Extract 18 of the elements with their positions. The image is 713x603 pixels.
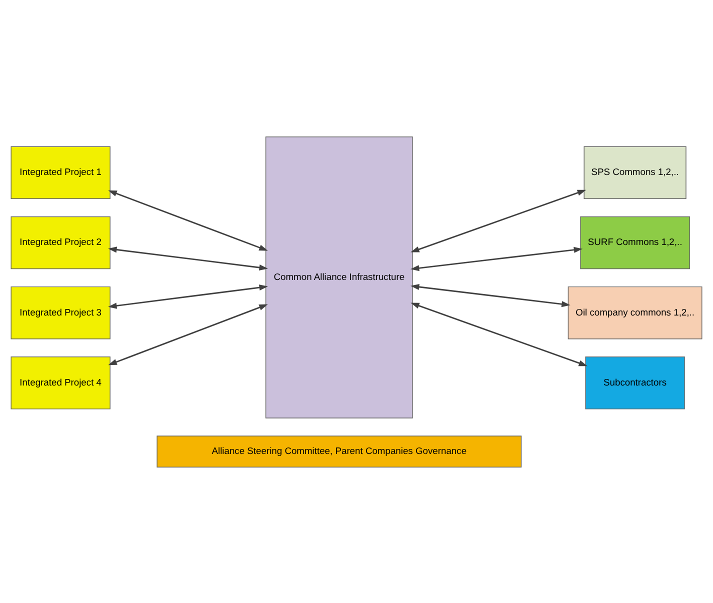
node-box: SURF Commons 1,2,..	[580, 216, 690, 269]
arrow	[108, 190, 268, 250]
node-box: Integrated Project 4	[10, 356, 110, 409]
node-box: Alliance Steering Committee, Parent Companies Governance	[156, 435, 522, 467]
node-box: Integrated Project 3	[10, 286, 110, 339]
node-box: Oil company commons 1,2,..	[568, 286, 702, 339]
arrow	[410, 189, 586, 252]
node-box: Integrated Project 1	[10, 146, 110, 199]
arrow	[410, 283, 570, 307]
arrow	[108, 304, 268, 365]
arrow	[410, 246, 583, 271]
arrow	[108, 284, 268, 308]
node-box: Integrated Project 2	[10, 216, 110, 269]
node-box: SPS Commons 1,2,..	[584, 146, 686, 199]
arrow	[410, 302, 588, 366]
node-box: Common Alliance Infrastructure	[265, 136, 413, 418]
arrow	[108, 246, 268, 270]
node-box: Subcontractors	[585, 356, 685, 409]
